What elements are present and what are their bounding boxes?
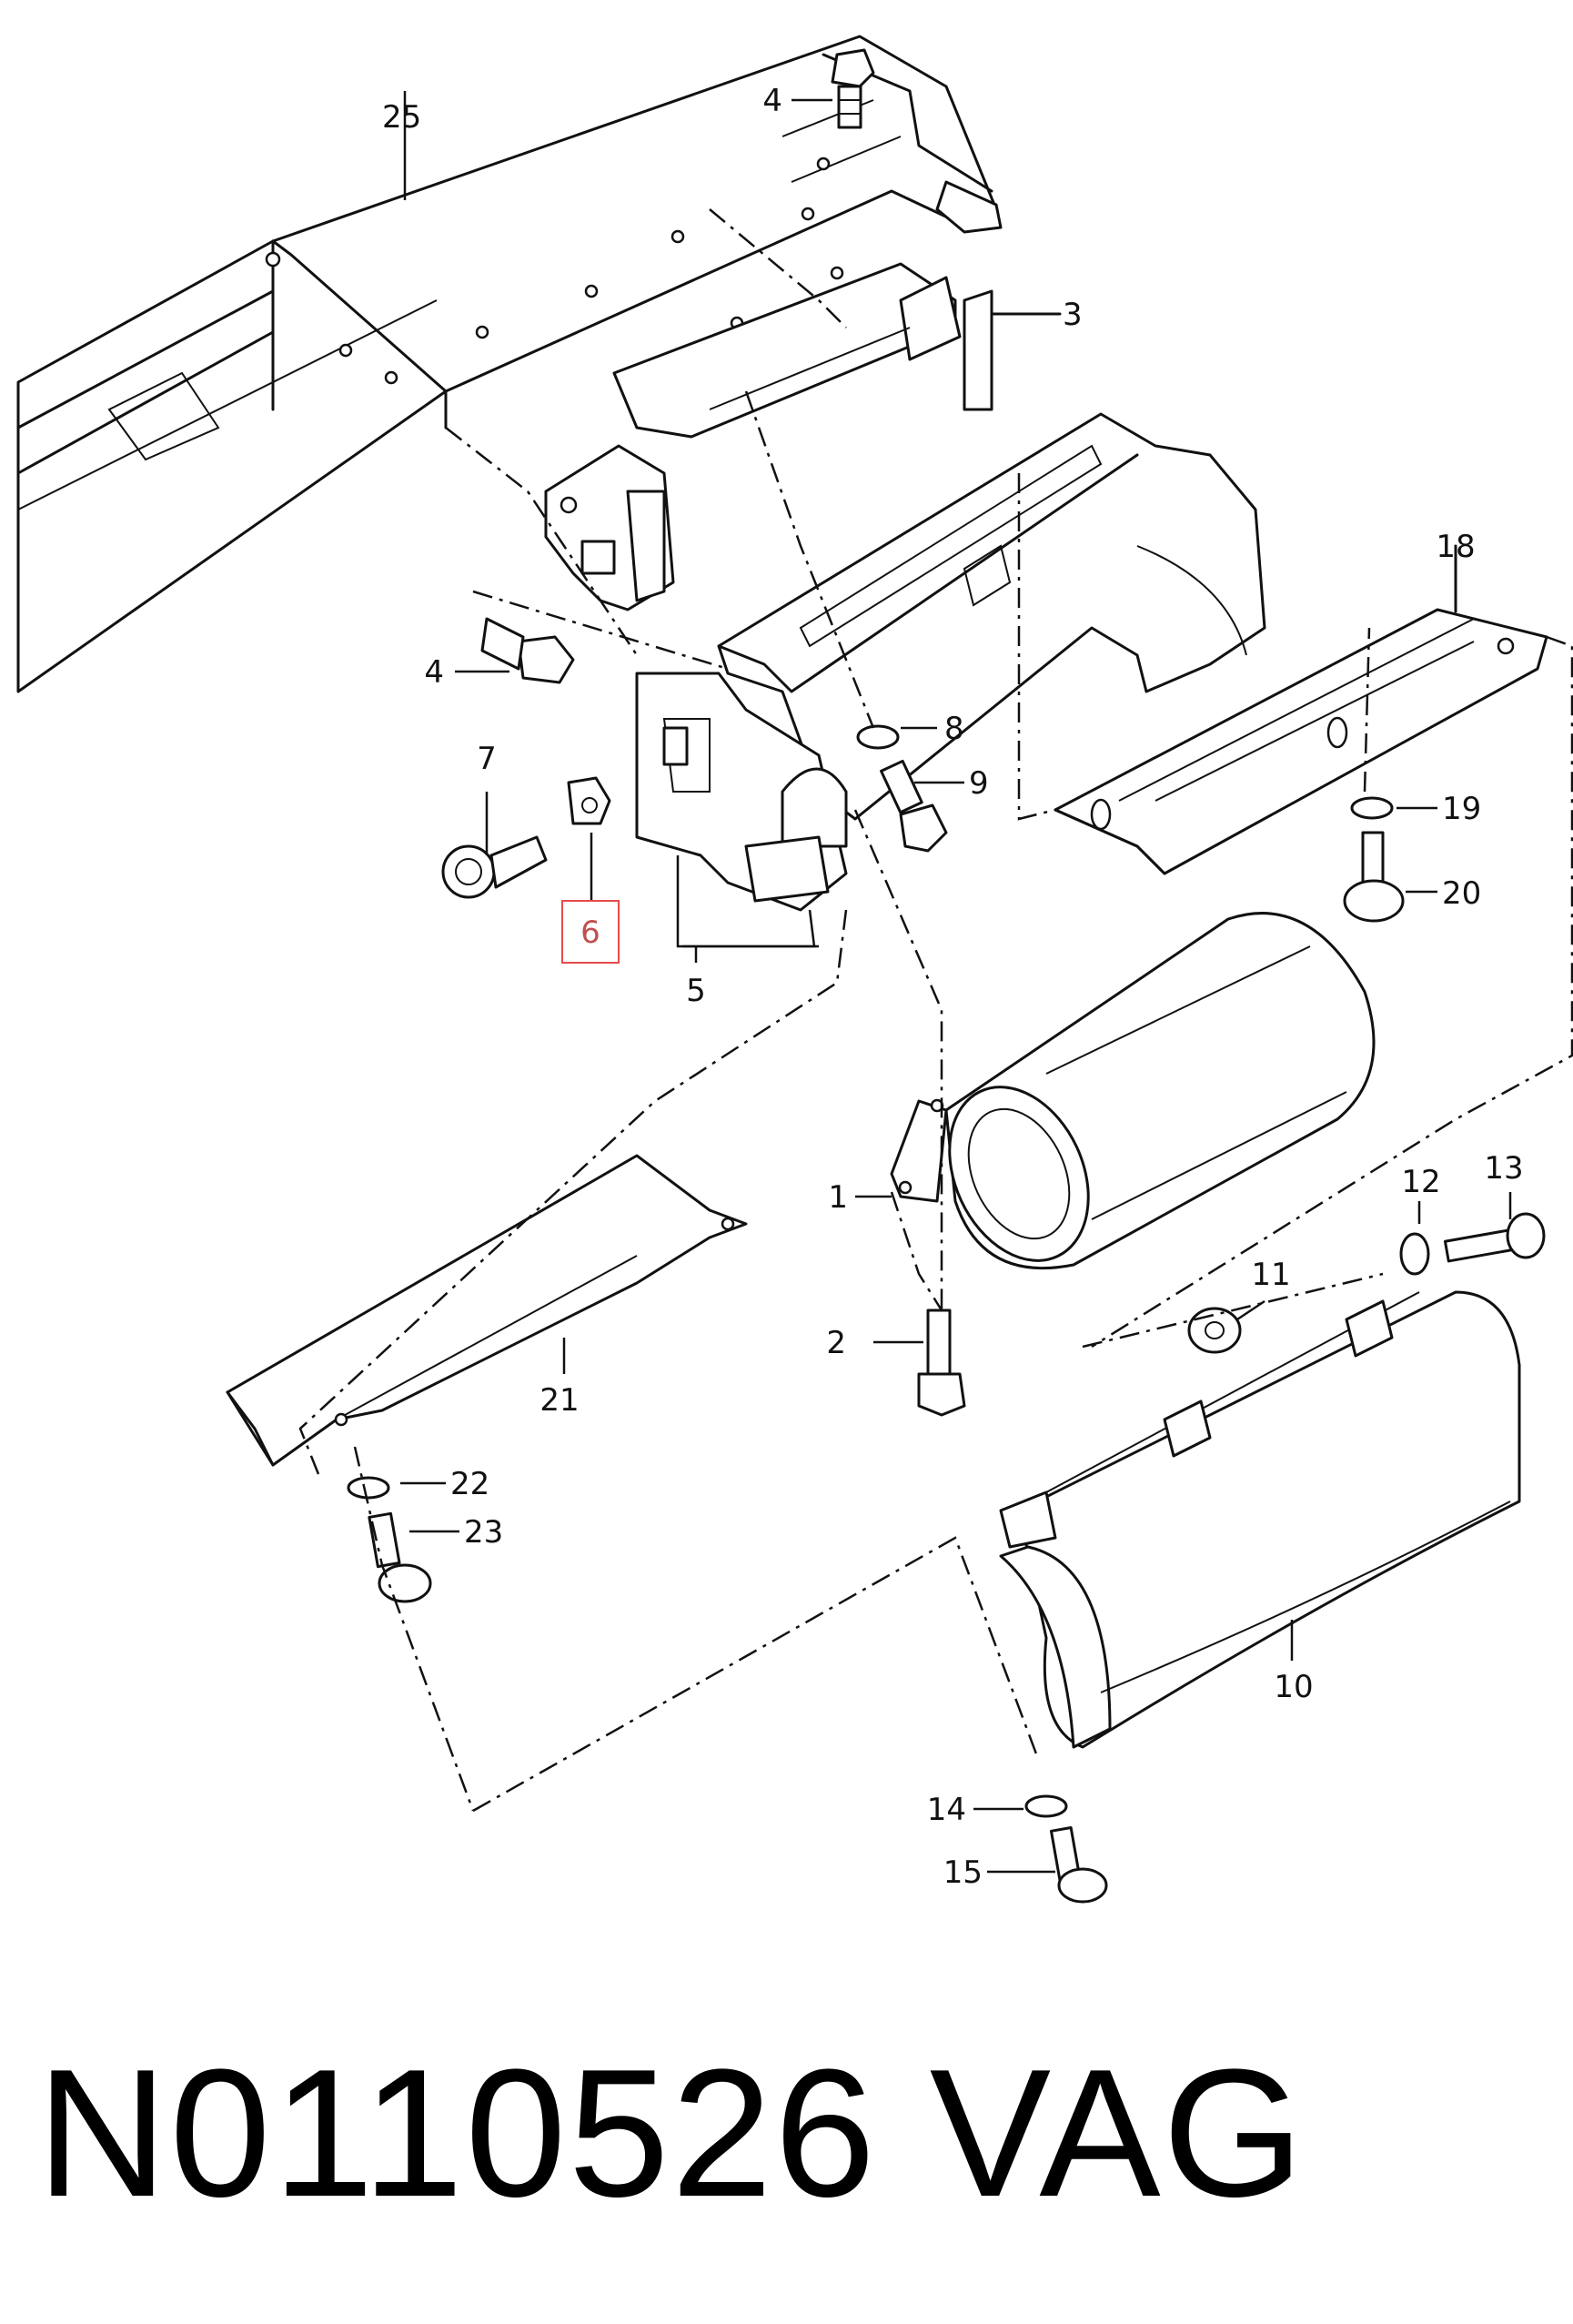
callout-4-top: 4: [762, 83, 782, 119]
callout-9: 9: [969, 765, 989, 802]
callout-4-left: 4: [424, 654, 444, 691]
assembly-lines: [298, 208, 1573, 1813]
airbag-housing: [635, 412, 1266, 912]
beam-part-25: [16, 35, 1003, 693]
callout-20: 20: [1442, 875, 1481, 912]
callout-2: 2: [826, 1325, 846, 1361]
callouts: 25 4 3 4 7 6 5 8 9 18 19 20 12 13 11 1 2…: [382, 83, 1524, 1891]
callout-21: 21: [539, 1382, 579, 1419]
leader-lines: [400, 91, 1512, 1874]
callout-8: 8: [944, 711, 964, 747]
washer-14-bolt-15: [1024, 1794, 1108, 1904]
highlight-box-6: [561, 900, 620, 964]
callout-15: 15: [943, 1854, 983, 1891]
trim-part-21: [226, 1154, 748, 1467]
trim-strip-part-18: [1054, 544, 1548, 875]
bolt-2: [917, 1309, 966, 1417]
callout-6-highlighted[interactable]: 6: [580, 914, 600, 951]
callout-13: 13: [1484, 1150, 1523, 1187]
callout-11: 11: [1251, 1257, 1290, 1293]
spacer-11: [1187, 1307, 1242, 1354]
callout-7: 7: [477, 741, 497, 777]
washer-19-bolt-20: [1343, 796, 1405, 923]
mounting-bracket-left: [544, 444, 675, 611]
callout-12: 12: [1401, 1164, 1440, 1200]
callout-14: 14: [927, 1792, 966, 1828]
bolt-4-top: [831, 48, 875, 129]
callout-19: 19: [1442, 791, 1481, 827]
airbag-module-cylinder: [890, 912, 1376, 1270]
part-number-caption: N0110526 VAG: [36, 2032, 1306, 2235]
bolt-4-left: [480, 617, 575, 684]
bracket-part-3: [612, 262, 1062, 439]
nut-6: [567, 776, 611, 825]
washer-12-bolt-13: [1399, 1212, 1546, 1276]
cover-part-10: [999, 1290, 1521, 1749]
callout-5: 5: [686, 973, 706, 1009]
callout-10: 10: [1274, 1669, 1313, 1705]
washer-22-bolt-23: [347, 1476, 432, 1603]
callout-22: 22: [450, 1466, 489, 1502]
washer-8-bolt-9: [856, 724, 948, 853]
callout-3: 3: [1063, 297, 1083, 333]
callout-25: 25: [382, 99, 421, 136]
callout-18: 18: [1436, 529, 1475, 565]
callout-23: 23: [464, 1514, 503, 1551]
bolt-7: [441, 835, 548, 899]
callout-1: 1: [828, 1179, 848, 1216]
